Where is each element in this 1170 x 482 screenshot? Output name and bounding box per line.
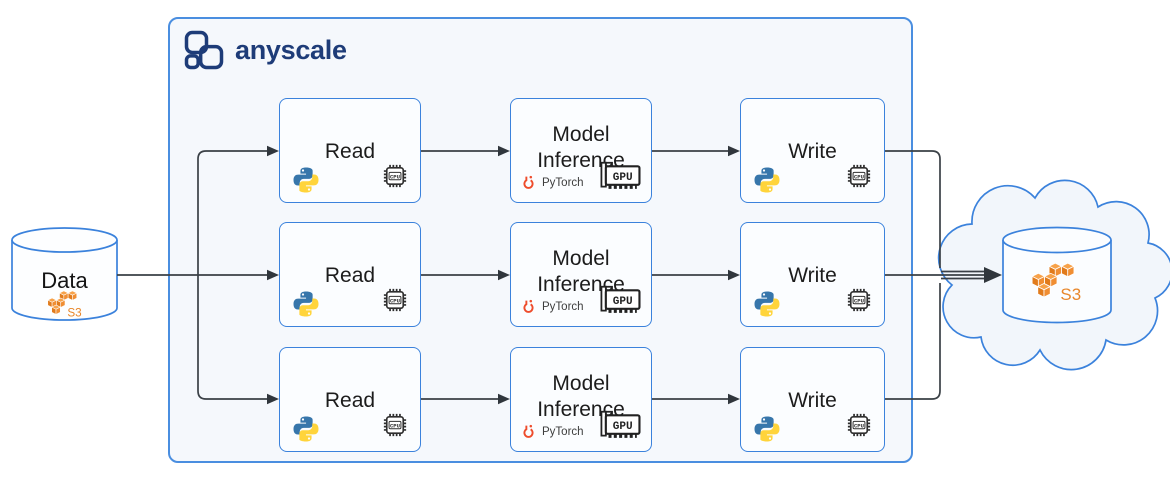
python-icon xyxy=(752,414,782,444)
node-title: Write xyxy=(788,389,837,412)
python-icon xyxy=(291,165,321,195)
gpu-icon xyxy=(597,408,643,442)
pytorch-icon xyxy=(519,173,538,192)
python-icon xyxy=(752,289,782,319)
anyscale-brand: anyscale xyxy=(184,30,347,70)
model-inference-node-row1: Model Inference PyTorch xyxy=(510,98,652,203)
pytorch-label: PyTorch xyxy=(542,176,584,189)
cpu-icon xyxy=(845,162,873,190)
pytorch-icon xyxy=(519,297,538,316)
cpu-icon xyxy=(381,162,409,190)
node-title: Read xyxy=(324,264,376,287)
pytorch-icon xyxy=(519,422,538,441)
brand-name: anyscale xyxy=(235,34,347,65)
gpu-icon xyxy=(597,283,643,317)
read-node-row2: Read xyxy=(279,222,421,327)
sink-s3-icon xyxy=(1031,262,1083,305)
gpu-icon xyxy=(597,159,643,193)
cpu-icon xyxy=(381,286,409,314)
node-title: Read xyxy=(324,140,376,163)
model-inference-node-row2: Model Inference PyTorch xyxy=(510,222,652,327)
read-node-row3: Read xyxy=(279,347,421,452)
node-title: Write xyxy=(788,140,837,163)
cpu-icon xyxy=(845,286,873,314)
write-node-row3: Write xyxy=(740,347,885,452)
cpu-icon xyxy=(381,411,409,439)
read-node-row1: Read xyxy=(279,98,421,203)
write-node-row1: Write xyxy=(740,98,885,203)
pytorch-label: PyTorch xyxy=(542,300,584,313)
python-icon xyxy=(752,165,782,195)
node-title: Read xyxy=(324,389,376,412)
anyscale-logo-icon xyxy=(184,30,224,70)
source-s3-icon xyxy=(47,290,83,320)
node-title: Write xyxy=(788,264,837,287)
cpu-icon xyxy=(845,411,873,439)
pytorch-label: PyTorch xyxy=(542,425,584,438)
write-node-row2: Write xyxy=(740,222,885,327)
model-inference-node-row3: Model Inference PyTorch xyxy=(510,347,652,452)
python-icon xyxy=(291,289,321,319)
python-icon xyxy=(291,414,321,444)
